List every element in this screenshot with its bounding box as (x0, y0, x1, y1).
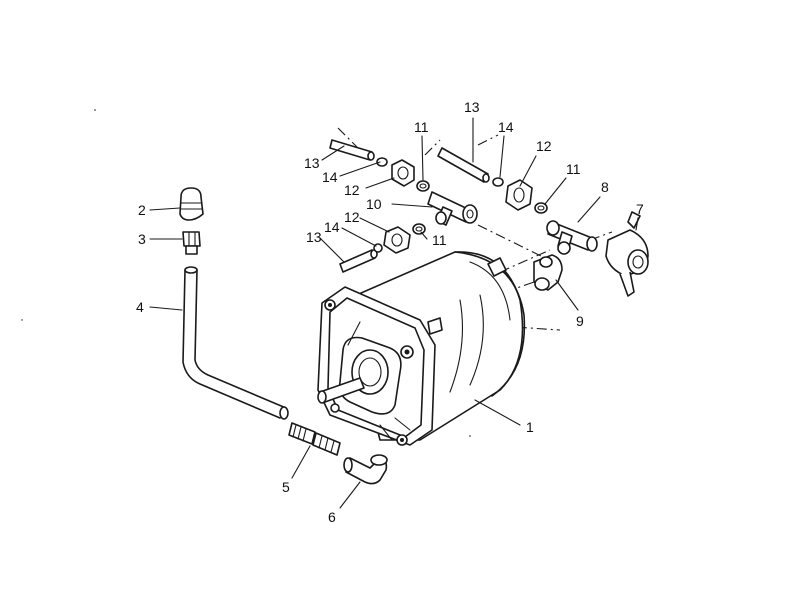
part-3-nut (182, 231, 201, 255)
callout-8: 8 (601, 179, 609, 195)
callout-14-upper-left: 14 (322, 169, 338, 185)
callout-12-upper-left: 12 (344, 182, 360, 198)
part-7-valve (605, 211, 649, 297)
callout-6: 6 (328, 509, 336, 525)
callout-1: 1 (526, 419, 534, 435)
part-13-tube-lower (339, 249, 378, 273)
part-9-elbow (533, 254, 563, 291)
part-10-tee (427, 191, 478, 226)
part-6-elbow (343, 454, 388, 485)
part-11-ring-upper-right (534, 202, 548, 214)
part-12-nut-lower (383, 226, 411, 254)
part-14-ring-upper-left (376, 157, 388, 167)
callout-11-lower: 11 (432, 232, 447, 248)
part-13-tube-upper-right (437, 147, 490, 183)
part-11-ring-upper-left (416, 180, 430, 192)
part-2-cap (179, 187, 204, 221)
callout-12-lower: 12 (344, 209, 360, 225)
part-11-ring-lower (412, 223, 426, 235)
pump-housing (317, 251, 526, 446)
leader-lines (149, 117, 639, 509)
callout-3: 3 (138, 231, 146, 247)
callout-13-upper-left: 13 (304, 155, 320, 171)
callout-14-lower: 14 (324, 219, 340, 235)
callout-14-upper-right: 14 (498, 119, 514, 135)
callout-13-lower: 13 (306, 229, 322, 245)
callout-13-upper-right: 13 (464, 99, 480, 115)
callout-10: 10 (366, 196, 382, 212)
part-5-connector (288, 422, 341, 456)
scan-specks (21, 109, 471, 437)
callout-7: 7 (636, 201, 644, 217)
callout-11-top: 11 (414, 119, 429, 135)
callout-4: 4 (136, 299, 144, 315)
part-13-tube-upper-left (329, 139, 375, 161)
callout-5: 5 (282, 479, 290, 495)
callout-9: 9 (576, 313, 584, 329)
part-12-nut-upper-right (505, 179, 533, 211)
part-4-hose (182, 266, 289, 420)
part-12-nut-upper-left (391, 159, 415, 187)
callout-labels: 2 3 4 5 6 1 7 8 9 10 11 11 11 12 12 12 1… (136, 99, 644, 525)
part-14-ring-upper-right (492, 177, 504, 187)
callout-11-right: 11 (566, 161, 581, 177)
part-8-tee (546, 220, 598, 255)
callout-12-upper-right: 12 (536, 138, 552, 154)
callout-2: 2 (138, 202, 146, 218)
